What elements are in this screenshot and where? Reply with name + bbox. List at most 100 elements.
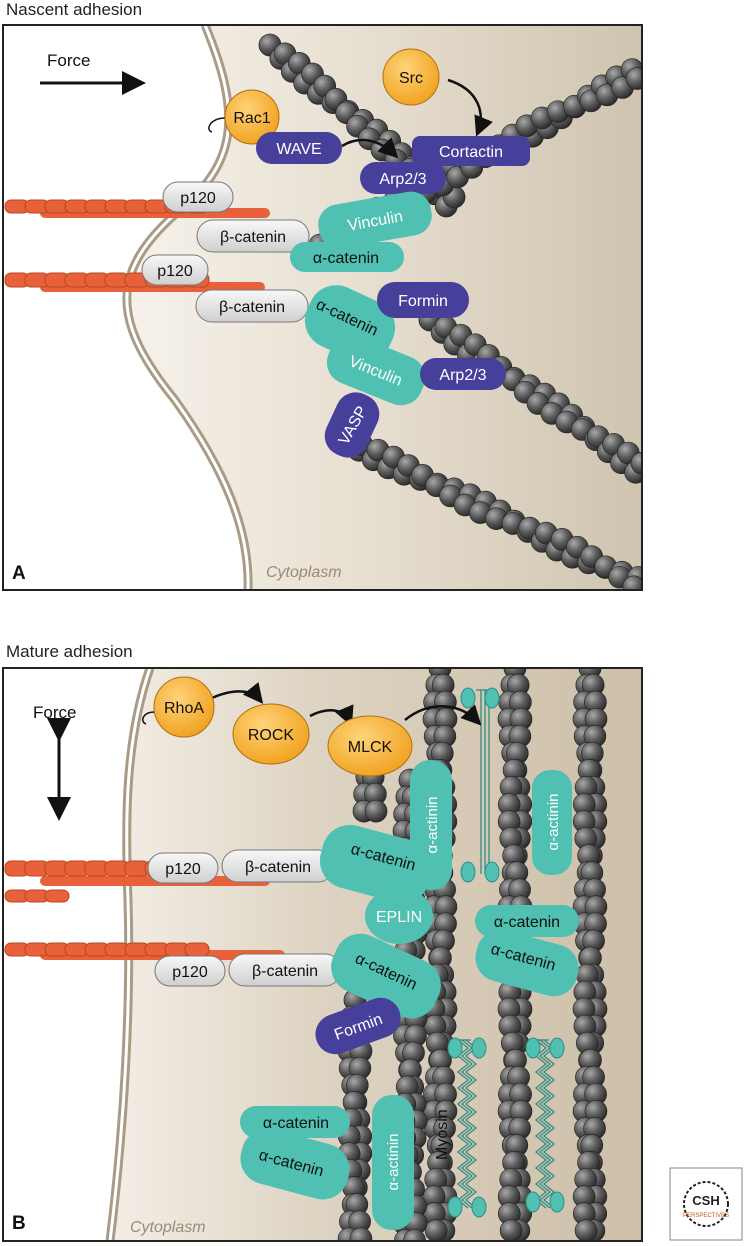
beta-catenin-protein-a1 [196, 219, 310, 253]
alpha-catenin-protein-br1 [475, 905, 579, 937]
mlck-label: MLCK [348, 739, 393, 756]
myosin-label: Myosin [434, 1109, 451, 1160]
myosin-filament-b3 [525, 1037, 565, 1213]
mlck-protein [327, 715, 413, 777]
myosin-tail [464, 1039, 478, 1209]
alpha-actinin-label-b2: α-actinin [545, 793, 562, 850]
rac1-label: Rac1 [233, 110, 270, 127]
myosin-tail [484, 689, 490, 874]
beta-catenin-label-b1: β-catenin [245, 859, 311, 876]
myosin-filament-b2 [447, 1037, 487, 1218]
beta-catenin-label-b2: β-catenin [252, 963, 318, 980]
src-to-cortactin-arrow [447, 78, 493, 137]
myosin-head [484, 687, 500, 709]
p120-label-b2: p120 [172, 964, 208, 981]
cadherin-ectodomain-b2 [4, 942, 210, 957]
alpha-catenin-label-bl1: α-catenin [263, 1115, 329, 1132]
myosin-tail [456, 1039, 470, 1209]
actin-monomer [499, 1219, 523, 1241]
myosin-head [471, 1037, 487, 1059]
logo-line1: CSH [692, 1193, 719, 1208]
panel-a-frame [2, 24, 643, 591]
p120-protein-a2 [141, 254, 209, 286]
arp23-bottom-protein [420, 358, 506, 390]
myosin-head [471, 1196, 487, 1218]
beta-catenin-protein-a2 [195, 289, 309, 323]
formin-protein-a [377, 282, 469, 318]
eplin-protein [365, 888, 433, 944]
rock-label: ROCK [248, 727, 295, 744]
myosin-tail [480, 689, 486, 874]
cytoplasm-label-a: Cytoplasm [266, 564, 342, 581]
actin-monomer [625, 67, 642, 90]
eplin-label: EPLIN [376, 909, 422, 926]
arp23-top-protein [360, 162, 446, 194]
panel-a-letter: A [12, 563, 26, 584]
wave-to-arp-arrow [341, 137, 399, 159]
alpha-actinin-protein-b2 [532, 770, 572, 875]
wave-label: WAVE [276, 141, 321, 158]
rac1-tether [208, 117, 226, 133]
panel-a: Force Rac1 Src WAVE Cortactin Arp2/3 p12… [3, 25, 642, 590]
p120-label-b1: p120 [165, 861, 201, 878]
actin-filament-b1 [422, 668, 458, 1241]
myosin-filament-b1 [460, 687, 500, 883]
myosin-head [549, 1037, 565, 1059]
p120-protein-b1 [147, 852, 219, 884]
alpha-actinin-protein-b3 [372, 1095, 414, 1230]
myosin-head [460, 687, 476, 709]
rock-protein [232, 703, 310, 765]
myosin-head [447, 1037, 463, 1059]
actin-monomer [349, 1227, 373, 1241]
wave-protein [256, 132, 342, 164]
p120-protein-a1 [162, 181, 234, 213]
alpha-catenin-label-a1: α-catenin [313, 250, 379, 267]
myosin-head [484, 861, 500, 883]
p120-protein-b2 [154, 955, 226, 987]
cadherin-domain [44, 889, 70, 903]
beta-catenin-label-a1: β-catenin [220, 229, 286, 246]
myosin-head [525, 1037, 541, 1059]
src-label: Src [399, 70, 423, 87]
mlck-to-myosin-arrow [404, 704, 482, 726]
force-label-a: Force [47, 51, 90, 70]
myosin-head [549, 1191, 565, 1213]
myosin-tail [538, 1039, 552, 1209]
panel-b-title: Mature adhesion [6, 642, 133, 661]
arp23-top-label: Arp2/3 [379, 171, 426, 188]
alpha-catenin-protein-br2 [475, 929, 579, 997]
cytoplasm-label-b: Cytoplasm [130, 1219, 206, 1236]
alpha-catenin-protein-b1 [319, 824, 433, 904]
alpha-catenin-label-br1: α-catenin [494, 914, 560, 931]
cortactin-protein [412, 136, 530, 166]
actin-monomer [364, 799, 388, 823]
p120-label-a1: p120 [180, 190, 216, 207]
panel-b: Myosin Force RhoA ROCK MLCK α-actinin α-… [3, 668, 642, 1241]
alpha-catenin-protein-a1 [290, 242, 404, 272]
cadherin-ectodomain-b1b [4, 889, 70, 903]
p120-label-a2: p120 [157, 263, 193, 280]
myosin-tail [460, 1039, 474, 1209]
rhoa-protein [153, 676, 215, 738]
rhoa-to-rock-arrow [211, 682, 264, 704]
actin-monomer [622, 575, 642, 590]
myosin-head [447, 1196, 463, 1218]
panel-b-letter: B [12, 1213, 26, 1234]
formin-label-a: Formin [398, 293, 448, 310]
rhoa-label: RhoA [164, 700, 204, 717]
vinculin-protein-a1 [318, 191, 432, 249]
src-protein [382, 48, 440, 106]
myosin-tail [534, 1039, 548, 1209]
actin-monomer [574, 1219, 598, 1241]
rac1-protein [224, 89, 280, 145]
panel-b-frame [2, 667, 643, 1242]
cadherin-domain [184, 942, 210, 957]
actin-filament-b3 [572, 668, 608, 1241]
vasp-protein [324, 392, 380, 458]
panel-a-title: Nascent adhesion [6, 0, 143, 19]
vinculin-protein-a2 [326, 334, 426, 406]
alpha-catenin-protein-bl2 [240, 1128, 350, 1200]
myosin-tail [542, 1039, 556, 1209]
rhoa-tether [142, 711, 156, 725]
